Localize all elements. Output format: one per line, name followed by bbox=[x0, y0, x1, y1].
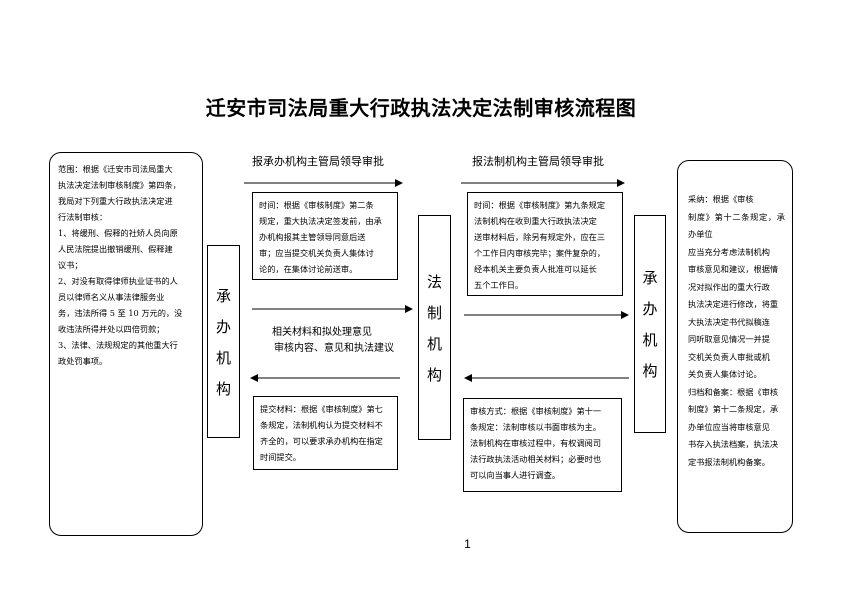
adopt-line: 执法决定进行修改，将重 bbox=[688, 299, 779, 309]
time-line: 经本机关主要负责人批准可以延长 bbox=[474, 264, 597, 274]
review-line: 法行政执法活动相关材料；必要时也 bbox=[470, 454, 602, 464]
label-materials: 相关材料和拟处理意见 bbox=[272, 327, 372, 338]
time-box-legal: 时间：根据《审核制度》第九条规定 法制机构在收到重大行政执法决定 送审材料后，除… bbox=[467, 192, 623, 296]
scope-line: 员以律师名义从事法律服务业 bbox=[58, 292, 165, 302]
adoption-box: 采纳：根据《审核 制度》第十二条规定，承办单位 应当充分考虑法制机构 审核意见和… bbox=[677, 160, 793, 533]
label-report-handling-leader: 报承办机构主管局领导审批 bbox=[252, 155, 384, 168]
handling-unit-box-left: 承 办 机 构 bbox=[207, 245, 240, 438]
scope-line: 范围：根据《迁安市司法局重大 bbox=[58, 164, 173, 174]
time-line: 时间：根据《审核制度》第二条 bbox=[259, 200, 374, 210]
adopt-line: 采纳：根据《审核 bbox=[688, 194, 754, 204]
scope-line: 行法制审核： bbox=[58, 212, 108, 222]
scope-line: 2、对没有取得律师执业证书的人 bbox=[58, 276, 178, 286]
scope-line: 议书； bbox=[58, 260, 83, 270]
review-line: 条规定：法制审核以书面审核为主。 bbox=[470, 422, 602, 432]
vbox-char: 承 bbox=[642, 269, 658, 287]
vbox-char: 机 bbox=[215, 348, 231, 367]
vbox-char: 办 bbox=[215, 317, 231, 336]
adopt-line: 定书报法制机构备案。 bbox=[688, 456, 770, 467]
scope-line: 3、法律、法规规定的其他重大行 bbox=[58, 340, 178, 350]
handling-unit-box-right: 承 办 机 构 bbox=[634, 215, 666, 433]
submit-materials-box: 提交材料：根据《审核制度》第七 条规定，法制机构认为提交材料不 齐全的，可以要求… bbox=[253, 396, 398, 470]
adopt-line: 况对拟作出的重大行政 bbox=[688, 281, 770, 292]
submit-line: 提交材料：根据《审核制度》第七 bbox=[260, 404, 383, 414]
scope-line: 执法决定法制审核制度》第四条， bbox=[58, 180, 181, 190]
legal-unit-box: 法 制 机 构 bbox=[418, 215, 451, 440]
adopt-line: 制度》第十二条规定，承办单位 bbox=[688, 211, 785, 240]
review-method-box: 审核方式：根据《审核制度》第十一 条规定：法制审核以书面审核为主。 法制机构在审… bbox=[463, 398, 622, 492]
time-box-handling: 时间：根据《审核制度》第二条 规定，重大执法决定签发前，由承 办机构报其主管领导… bbox=[252, 192, 398, 280]
adopt-line: 归档和备案：根据《审核 bbox=[688, 386, 779, 397]
vbox-char: 构 bbox=[426, 365, 442, 384]
scope-line: 收违法所得并处以四倍罚款； bbox=[58, 324, 165, 334]
review-line: 法制机构在审核过程中，有权调阅司 bbox=[470, 438, 602, 448]
adopt-line: 办单位应当将审核意见 bbox=[688, 421, 770, 432]
time-line: 法制机构在收到重大行政执法决定 bbox=[474, 216, 597, 226]
vbox-char: 制 bbox=[426, 303, 442, 322]
adopt-line: 同听取意见情况一并提 bbox=[688, 334, 770, 344]
page-title: 迁安市司法局重大行政执法决定法制审核流程图 bbox=[205, 96, 637, 120]
time-line: 论的，在集体讨论前送审。 bbox=[259, 264, 358, 274]
time-line: 送审材料后，除另有规定外，应在三 bbox=[474, 232, 606, 242]
time-line: 时间：根据《审核制度》第九条规定 bbox=[474, 200, 606, 210]
scope-line: 人民法院提出撤销缓刑、假释建 bbox=[58, 244, 173, 254]
adopt-line: 关负责人集体讨论。 bbox=[688, 369, 762, 379]
label-report-legal-leader: 报法制机构主管局领导审批 bbox=[472, 155, 604, 168]
vbox-char: 承 bbox=[215, 286, 231, 305]
adopt-line: 应当充分考虑法制机构 bbox=[688, 246, 770, 257]
adopt-line: 审核意见和建议，根据情 bbox=[688, 264, 779, 274]
page-number: 1 bbox=[464, 537, 471, 551]
time-line: 审；应当提交机关负责人集体讨 bbox=[259, 248, 374, 258]
submit-line: 条规定，法制机构认为提交材料不 bbox=[260, 420, 383, 430]
scope-box: 范围：根据《迁安市司法局重大 执法决定法制审核制度》第四条， 我局对下列重大行政… bbox=[49, 152, 203, 536]
adopt-line: 书存入执法档案，执法决 bbox=[688, 439, 779, 449]
vbox-char: 构 bbox=[642, 362, 658, 380]
adopt-line: 制度》第十二条规定，承 bbox=[688, 404, 779, 414]
vbox-char: 构 bbox=[215, 379, 231, 398]
vbox-char: 办 bbox=[642, 300, 658, 318]
scope-line: 务，违法所得 5 至 10 万元的，没 bbox=[58, 308, 183, 318]
time-line: 五个工作日。 bbox=[474, 280, 524, 290]
scope-line: 政处罚事项。 bbox=[58, 356, 108, 366]
time-line: 个工作日内审核完毕；案件复杂的， bbox=[474, 248, 606, 258]
adopt-line: 大执法决定书代拟稿连 bbox=[688, 316, 770, 327]
label-review-content: 审核内容、意见和执法建议 bbox=[274, 343, 394, 354]
scope-line: 我局对下列重大行政执法决定进 bbox=[58, 196, 173, 206]
vbox-char: 机 bbox=[426, 334, 442, 353]
vbox-char: 机 bbox=[642, 331, 658, 349]
submit-line: 齐全的，可以要求承办机构在指定 bbox=[260, 436, 383, 446]
scope-line: 1、将缓刑、假释的社矫人员向原 bbox=[58, 228, 178, 238]
review-line: 审核方式：根据《审核制度》第十一 bbox=[470, 406, 602, 416]
time-line: 办机构报其主管领导同意后送 bbox=[259, 232, 366, 242]
adopt-line: 交机关负责人审批或机 bbox=[688, 351, 770, 362]
time-line: 规定，重大执法决定签发前，由承 bbox=[259, 216, 382, 226]
review-line: 可以向当事人进行调查。 bbox=[470, 470, 561, 480]
submit-line: 时间提交。 bbox=[260, 452, 301, 462]
vbox-char: 法 bbox=[426, 272, 442, 291]
